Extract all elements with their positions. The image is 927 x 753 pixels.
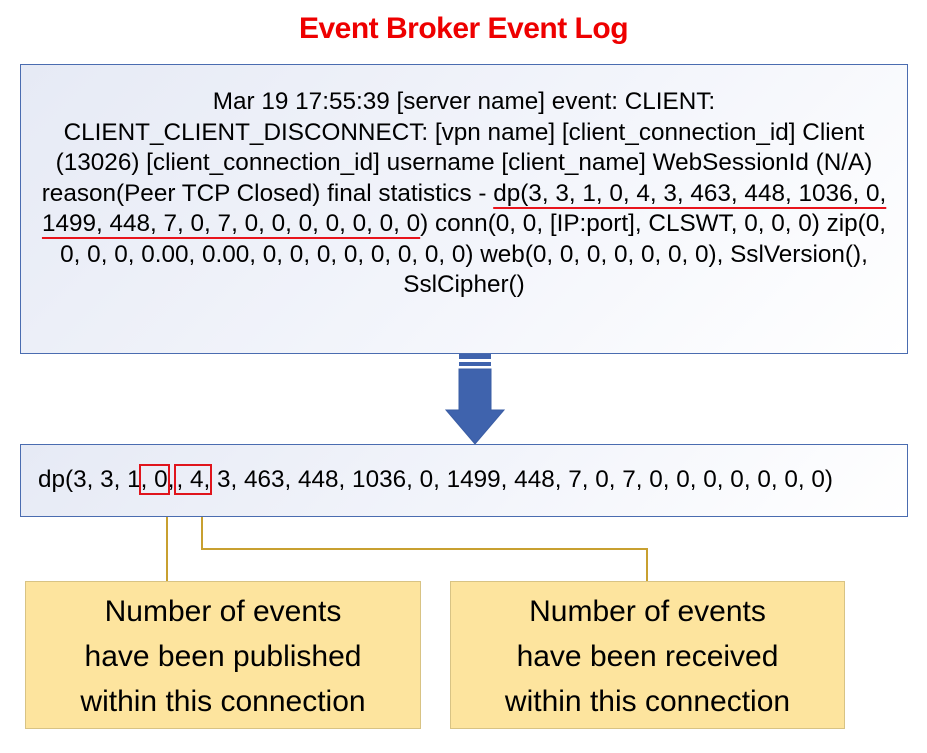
note-line: have been published [84, 640, 362, 673]
note-line: Number of events [529, 595, 766, 628]
published-count-highlight: , 0 [138, 464, 170, 495]
published-note: Number of events have been published wit… [25, 581, 421, 729]
log-suffix: ) conn(0, 0, [IP:port], CLSWT, 0, 0, 0) … [60, 210, 887, 298]
event-log-text: Mar 19 17:55:39 [server name] event: CLI… [33, 87, 895, 301]
dp-statistics-box: dp(3, 3, 1, 0,, 4, 3, 463, 448, 1036, 0,… [20, 444, 908, 517]
dp-statistics-text: dp(3, 3, 1, 0,, 4, 3, 463, 448, 1036, 0,… [38, 464, 833, 495]
dp-part-2: 3, 463, 448, 1036, 0, 1499, 448, 7, 0, 7… [210, 466, 833, 493]
event-log-box: Mar 19 17:55:39 [server name] event: CLI… [20, 64, 908, 354]
dp-part-1: dp(3, 3, 1 [38, 466, 141, 493]
dp-statistics-underlined: dp(3, 3, 1, 0, 4, 3, 463, 448, 1036, 0, … [41, 179, 887, 238]
note-line: have been received [516, 640, 779, 673]
diagram-title: Event Broker Event Log [298, 12, 629, 45]
dp-sep: , [167, 466, 175, 493]
log-prefix: Mar 19 17:55:39 [server name] event: CLI… [41, 88, 873, 207]
note-line: within this connection [504, 685, 791, 718]
received-note: Number of events have been received with… [450, 581, 845, 729]
connector-received [201, 517, 648, 581]
note-line: within this connection [80, 685, 366, 718]
received-count-highlight: , 4, [174, 464, 213, 495]
down-arrow-icon [444, 354, 506, 445]
note-line: Number of events [104, 595, 342, 628]
